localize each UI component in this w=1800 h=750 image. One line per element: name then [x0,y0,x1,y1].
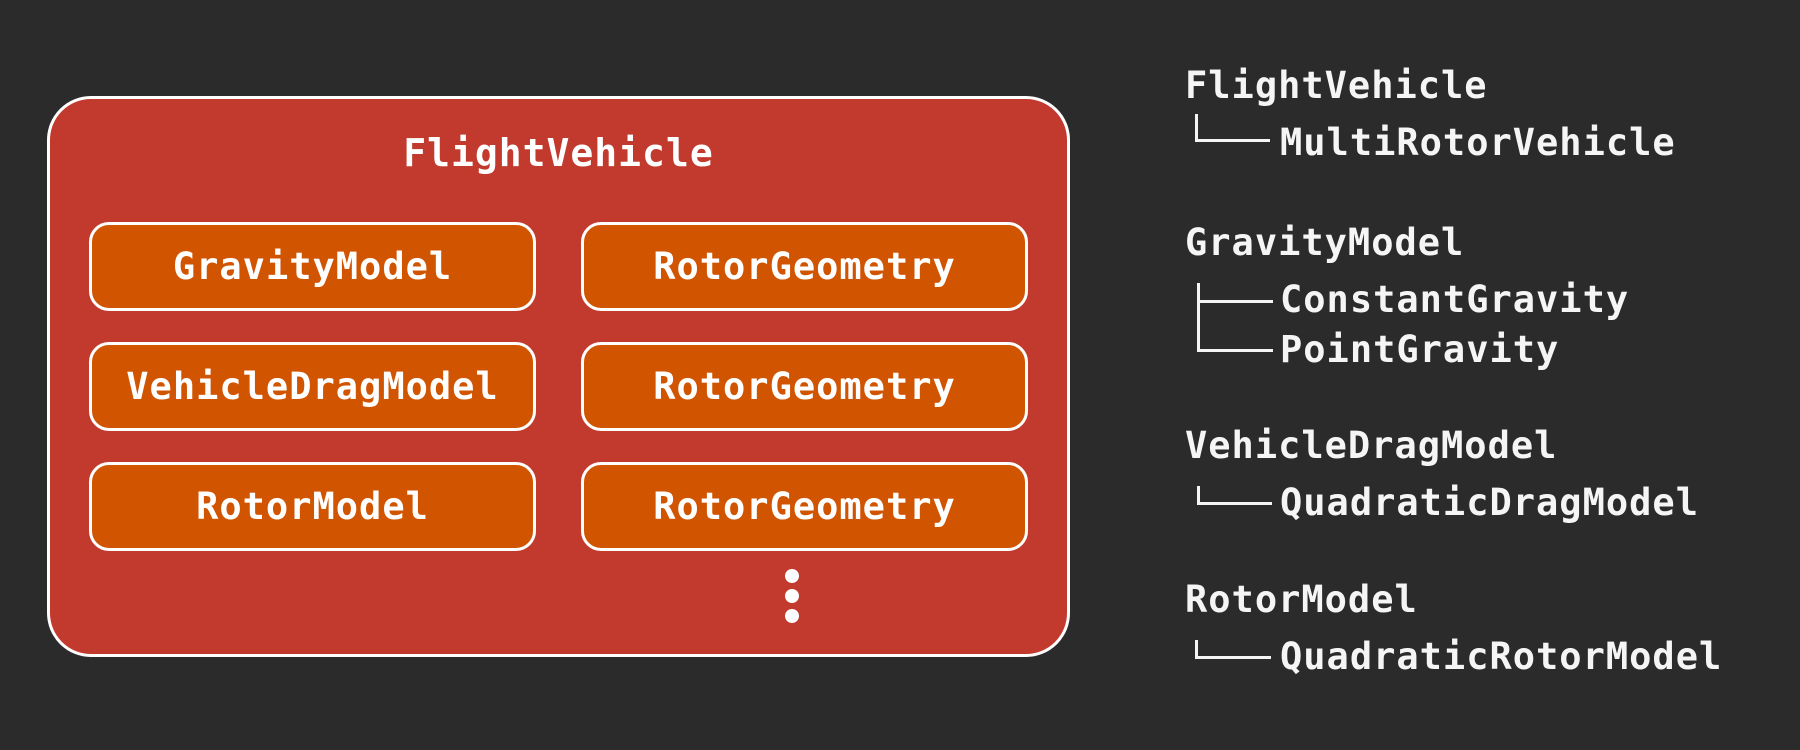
tree-connector [1197,486,1200,504]
hierarchy-root: VehicleDragModel [1185,424,1558,467]
hierarchy-child: QuadraticDragModel [1280,481,1699,524]
more-items-ellipsis [783,569,801,629]
component-vehicle-drag-model: VehicleDragModel [89,342,536,431]
tree-branch [1197,502,1272,505]
ellipsis-dot [785,569,799,583]
flight-vehicle-container: FlightVehicle GravityModel VehicleDragMo… [47,96,1070,657]
component-rotor-geometry-1: RotorGeometry [581,222,1028,311]
tree-branch [1197,349,1273,352]
tree-branch [1197,300,1273,303]
container-title: FlightVehicle [403,131,714,175]
hierarchy-root: GravityModel [1185,221,1465,264]
tree-connector [1195,114,1198,139]
ellipsis-dot [785,589,799,603]
hierarchy-root: FlightVehicle [1185,64,1488,107]
hierarchy-child: PointGravity [1280,328,1560,371]
tree-connector [1195,640,1198,658]
tree-branch [1195,139,1270,142]
component-rotor-geometry-2: RotorGeometry [581,342,1028,431]
hierarchy-root: RotorModel [1185,578,1418,621]
hierarchy-child: ConstantGravity [1280,278,1630,321]
tree-connector [1197,283,1200,351]
hierarchy-child: QuadraticRotorModel [1280,635,1723,678]
ellipsis-dot [785,609,799,623]
hierarchy-child: MultiRotorVehicle [1280,121,1676,164]
component-gravity-model: GravityModel [89,222,536,311]
tree-branch [1195,656,1271,659]
component-rotor-geometry-3: RotorGeometry [581,462,1028,551]
component-rotor-model: RotorModel [89,462,536,551]
